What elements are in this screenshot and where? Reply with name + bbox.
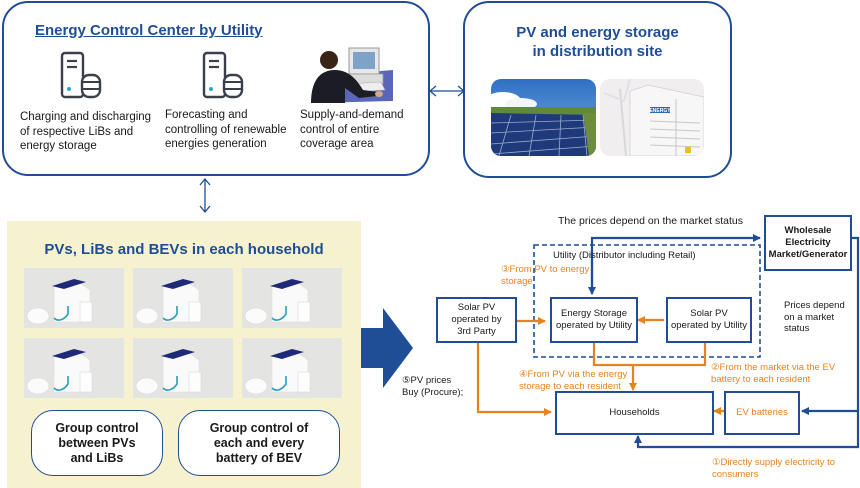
text-line: Supply-and-demand [300,109,404,121]
households-label: Households [609,407,660,418]
connector-storage-utilitypv-merge [592,343,707,367]
text-line: energy storage [20,140,97,152]
third-party-pv-box: Solar PV operated by 3rd Party [436,297,517,343]
prices-market-note: The prices depend on the market status [558,215,744,227]
title-line: in distribution site [532,43,663,60]
annotation-1: ①Directly supply electricity to consumer… [712,457,835,480]
server-database-icon [201,51,247,101]
ev-batteries-box: EV batteries [724,391,800,435]
text-line: operated by [451,314,502,325]
text-line: status [784,323,810,334]
text-line: control of entire [300,123,380,136]
connector-wholesale-down [634,236,860,449]
annotation-5: ⑤PV prices Buy (Procure); [402,375,463,398]
household-pv-ev-photo [24,268,124,328]
text-line: and LiBs [70,450,124,465]
text-line: each and every [213,435,305,450]
household-pv-ev-photo [133,338,233,398]
text-line: Wholesale [784,225,832,236]
text-line: operated by Utility [670,320,748,331]
text-line: controlling of renewable [165,123,287,136]
household-pv-ev-photo [242,338,342,398]
distribution-site-title: PV and energy storage in distribution si… [465,23,730,61]
text-line: battery to each resident [711,373,811,385]
annotation-2: ②From the market via the EV battery to e… [711,362,835,385]
wholesale-market-box: Wholesale Electricity Market/Generator [764,215,852,271]
connector-3rdparty-households [476,342,552,416]
feature-forecasting-text: Forecasting and controlling of renewable… [165,108,286,152]
text-line: operated by Utility [555,320,633,331]
utility-group-boundary [533,244,761,358]
text-line: 3rd Party [457,326,496,337]
text-line: Prices depend [784,300,845,311]
utility-group-label: Utility (Distributor including Retail) [553,250,696,261]
energy-storage-box: Energy Storage operated by Utility [550,297,638,343]
utility-pv-box: Solar PV operated by Utility [666,297,752,343]
household-pv-ev-photo [24,338,124,398]
title-line: PV and energy storage [516,24,679,41]
text-line: Charging and discharging [20,111,152,123]
feature-charging-text: Charging and discharging of respective L… [20,110,151,154]
household-pv-ev-photo [133,268,233,328]
bidirectional-arrow-vertical [198,177,212,215]
control-center-panel: Energy Control Center by Utility Chargin… [2,1,430,176]
annotation-3: ③From PV to energy storage [501,264,589,287]
text-line: storage to each resident [519,380,621,392]
text-line: Buy (Procure); [402,386,464,398]
solar-panel-field-photo [491,79,596,156]
text-line: ②From the market via the EV [711,362,836,373]
households-box: Households [555,391,714,435]
text-line: storage [501,275,533,287]
prices-side-note: Prices depend on a market status [784,300,845,335]
text-line: Electricity [785,237,831,248]
text-line: Solar PV [690,308,728,319]
text-line: consumers [712,468,759,480]
text-line: ④From PV via the energy [519,369,628,380]
group-control-bev-box: Group control of each and every battery … [178,410,340,476]
group-control-pv-lib-box: Group control between PVs and LiBs [31,410,163,476]
energy-storage-container-photo: ENERGY [600,79,704,156]
text-line: of respective LiBs and [20,125,134,138]
text-line: Energy Storage [560,308,627,319]
text-line: energies generation [165,138,267,150]
text-line: ①Directly supply electricity to [712,457,836,468]
text-line: on a market [784,311,835,323]
household-pv-ev-photo [242,268,342,328]
text-line: coverage area [300,138,374,150]
text-line: Solar PV [457,302,496,313]
ev-batteries-label: EV batteries [736,407,788,418]
text-line: ③From PV to energy [501,264,590,275]
household-title: PVs, LiBs and BEVs in each household [44,241,324,258]
text-line: Group control [55,420,139,435]
text-line: Market/Generator [768,249,848,260]
container-energy-label: ENERGY [649,108,671,114]
operator-at-computer-image [305,46,393,103]
text-line: battery of BEV [215,450,303,465]
server-database-icon [59,51,105,101]
text-line: Group control of [209,420,309,435]
big-right-arrow-icon [361,308,413,388]
annotation-4: ④From PV via the energy storage to each … [519,369,627,392]
feature-supply-demand-text: Supply-and-demand control of entire cove… [300,108,404,152]
control-center-title: Energy Control Center by Utility [35,22,263,39]
text-line: Forecasting and [165,109,248,121]
text-line: between PVs [58,435,136,450]
text-line: ⑤PV prices [402,375,452,386]
